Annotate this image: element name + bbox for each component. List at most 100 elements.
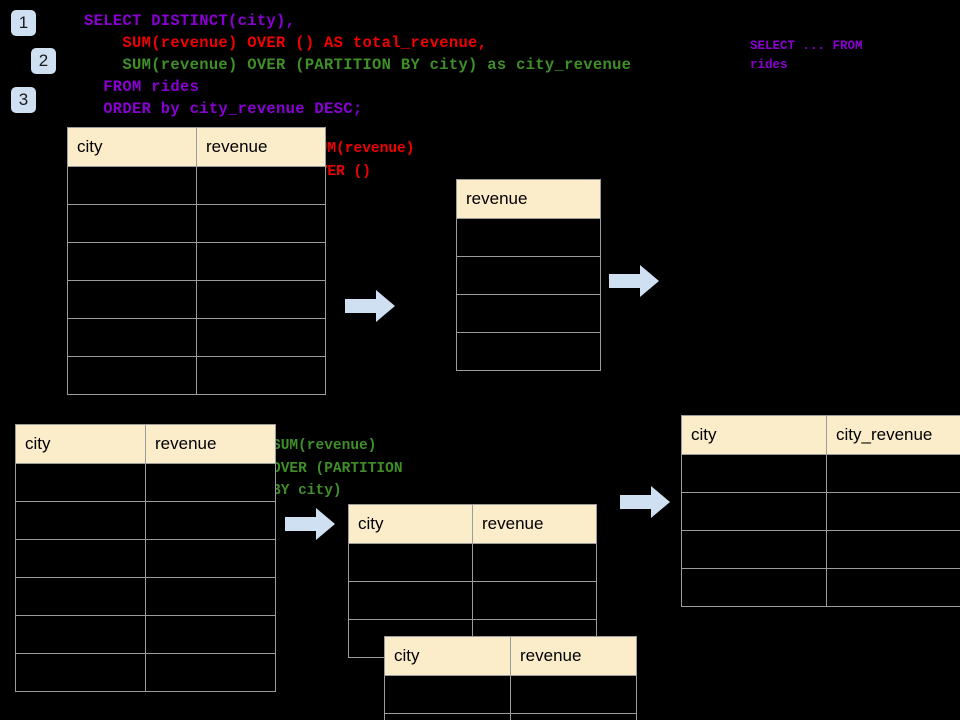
table-row — [15, 463, 276, 502]
table-cell — [472, 581, 597, 620]
sql-line-select: SELECT DISTINCT(city), — [84, 12, 296, 30]
table-cell — [145, 463, 276, 502]
table-row — [681, 530, 960, 569]
source-table-bottom: city revenue — [15, 424, 276, 692]
table-row — [67, 280, 326, 319]
table-cell — [15, 653, 146, 692]
table-cell — [145, 539, 276, 578]
column-header-revenue: revenue — [456, 179, 601, 219]
table-cell — [196, 166, 326, 205]
arrow-partition-to-result — [620, 486, 670, 518]
table-header-row: revenue — [456, 179, 601, 219]
table-cell — [67, 280, 197, 319]
table-cell — [510, 675, 637, 714]
table-cell — [456, 218, 601, 257]
table-row — [681, 492, 960, 531]
table-row — [67, 318, 326, 357]
sql-line-city-revenue: SUM(revenue) OVER (PARTITION BY city) as… — [84, 56, 632, 74]
step-badge-1[interactable]: 1 — [11, 10, 36, 36]
sql-line-total-revenue: SUM(revenue) OVER () AS total_revenue, — [84, 34, 488, 52]
table-cell — [384, 713, 511, 720]
step-badge-2[interactable]: 2 — [31, 48, 56, 74]
table-cell — [145, 615, 276, 654]
sql-note-line-1: SELECT ... FROM — [750, 39, 863, 53]
table-cell — [826, 568, 960, 607]
table-cell — [681, 492, 827, 531]
table-cell — [681, 530, 827, 569]
table-cell — [67, 204, 197, 243]
table-cell — [15, 539, 146, 578]
table-cell — [67, 318, 197, 357]
table-row — [384, 713, 637, 720]
table-header-row: city revenue — [67, 127, 326, 167]
table-row — [456, 256, 601, 295]
column-header-city: city — [384, 636, 511, 676]
table-row — [456, 218, 601, 257]
column-header-revenue: revenue — [196, 127, 326, 167]
table-cell — [196, 242, 326, 281]
column-header-city: city — [681, 415, 827, 455]
table-cell — [348, 581, 473, 620]
table-header-row: city revenue — [384, 636, 637, 676]
table-row — [67, 166, 326, 205]
table-cell — [826, 454, 960, 493]
column-header-revenue: revenue — [145, 424, 276, 464]
table-cell — [67, 242, 197, 281]
sql-line-from: FROM rides — [84, 78, 200, 96]
table-cell — [15, 615, 146, 654]
table-row — [67, 356, 326, 395]
table-cell — [456, 332, 601, 371]
column-header-revenue: revenue — [472, 504, 597, 544]
table-header-row: city revenue — [15, 424, 276, 464]
table-cell — [67, 356, 197, 395]
table-cell — [196, 280, 326, 319]
table-row — [456, 294, 601, 333]
table-cell — [67, 166, 197, 205]
table-row — [15, 615, 276, 654]
step-badge-3[interactable]: 3 — [11, 87, 36, 113]
result-table: city city_revenue — [681, 415, 960, 607]
table-row — [67, 242, 326, 281]
table-row — [15, 539, 276, 578]
table-cell — [510, 713, 637, 720]
table-row — [67, 204, 326, 243]
table-row — [681, 454, 960, 493]
table-cell — [681, 454, 827, 493]
partition-table-back: city revenue — [348, 504, 597, 658]
sql-line-order-by: ORDER by city_revenue DESC; — [84, 100, 363, 118]
arrow-source-to-total — [345, 290, 395, 322]
table-header-row: city revenue — [348, 504, 597, 544]
partition-table-front: city revenue — [384, 636, 637, 720]
column-header-revenue: revenue — [510, 636, 637, 676]
table-row — [456, 332, 601, 371]
arrow-total-to-result — [609, 265, 659, 297]
column-header-city: city — [348, 504, 473, 544]
table-row — [15, 653, 276, 692]
table-cell — [196, 356, 326, 395]
table-cell — [348, 543, 473, 582]
table-cell — [15, 501, 146, 540]
sql-note-line-2: rides — [750, 58, 788, 72]
table-cell — [472, 543, 597, 582]
table-row — [348, 543, 597, 582]
table-cell — [145, 653, 276, 692]
table-cell — [15, 463, 146, 502]
table-cell — [456, 294, 601, 333]
table-cell — [826, 530, 960, 569]
table-cell — [15, 577, 146, 616]
arrow-source-to-partition — [285, 508, 335, 540]
table-row — [15, 577, 276, 616]
table-row — [15, 501, 276, 540]
column-header-city: city — [67, 127, 197, 167]
table-cell — [196, 318, 326, 357]
table-cell — [145, 501, 276, 540]
table-cell — [384, 675, 511, 714]
table-row — [681, 568, 960, 607]
table-cell — [681, 568, 827, 607]
column-header-city: city — [15, 424, 146, 464]
source-table-top: city revenue — [67, 127, 326, 395]
table-cell — [826, 492, 960, 531]
table-cell — [456, 256, 601, 295]
table-cell — [196, 204, 326, 243]
